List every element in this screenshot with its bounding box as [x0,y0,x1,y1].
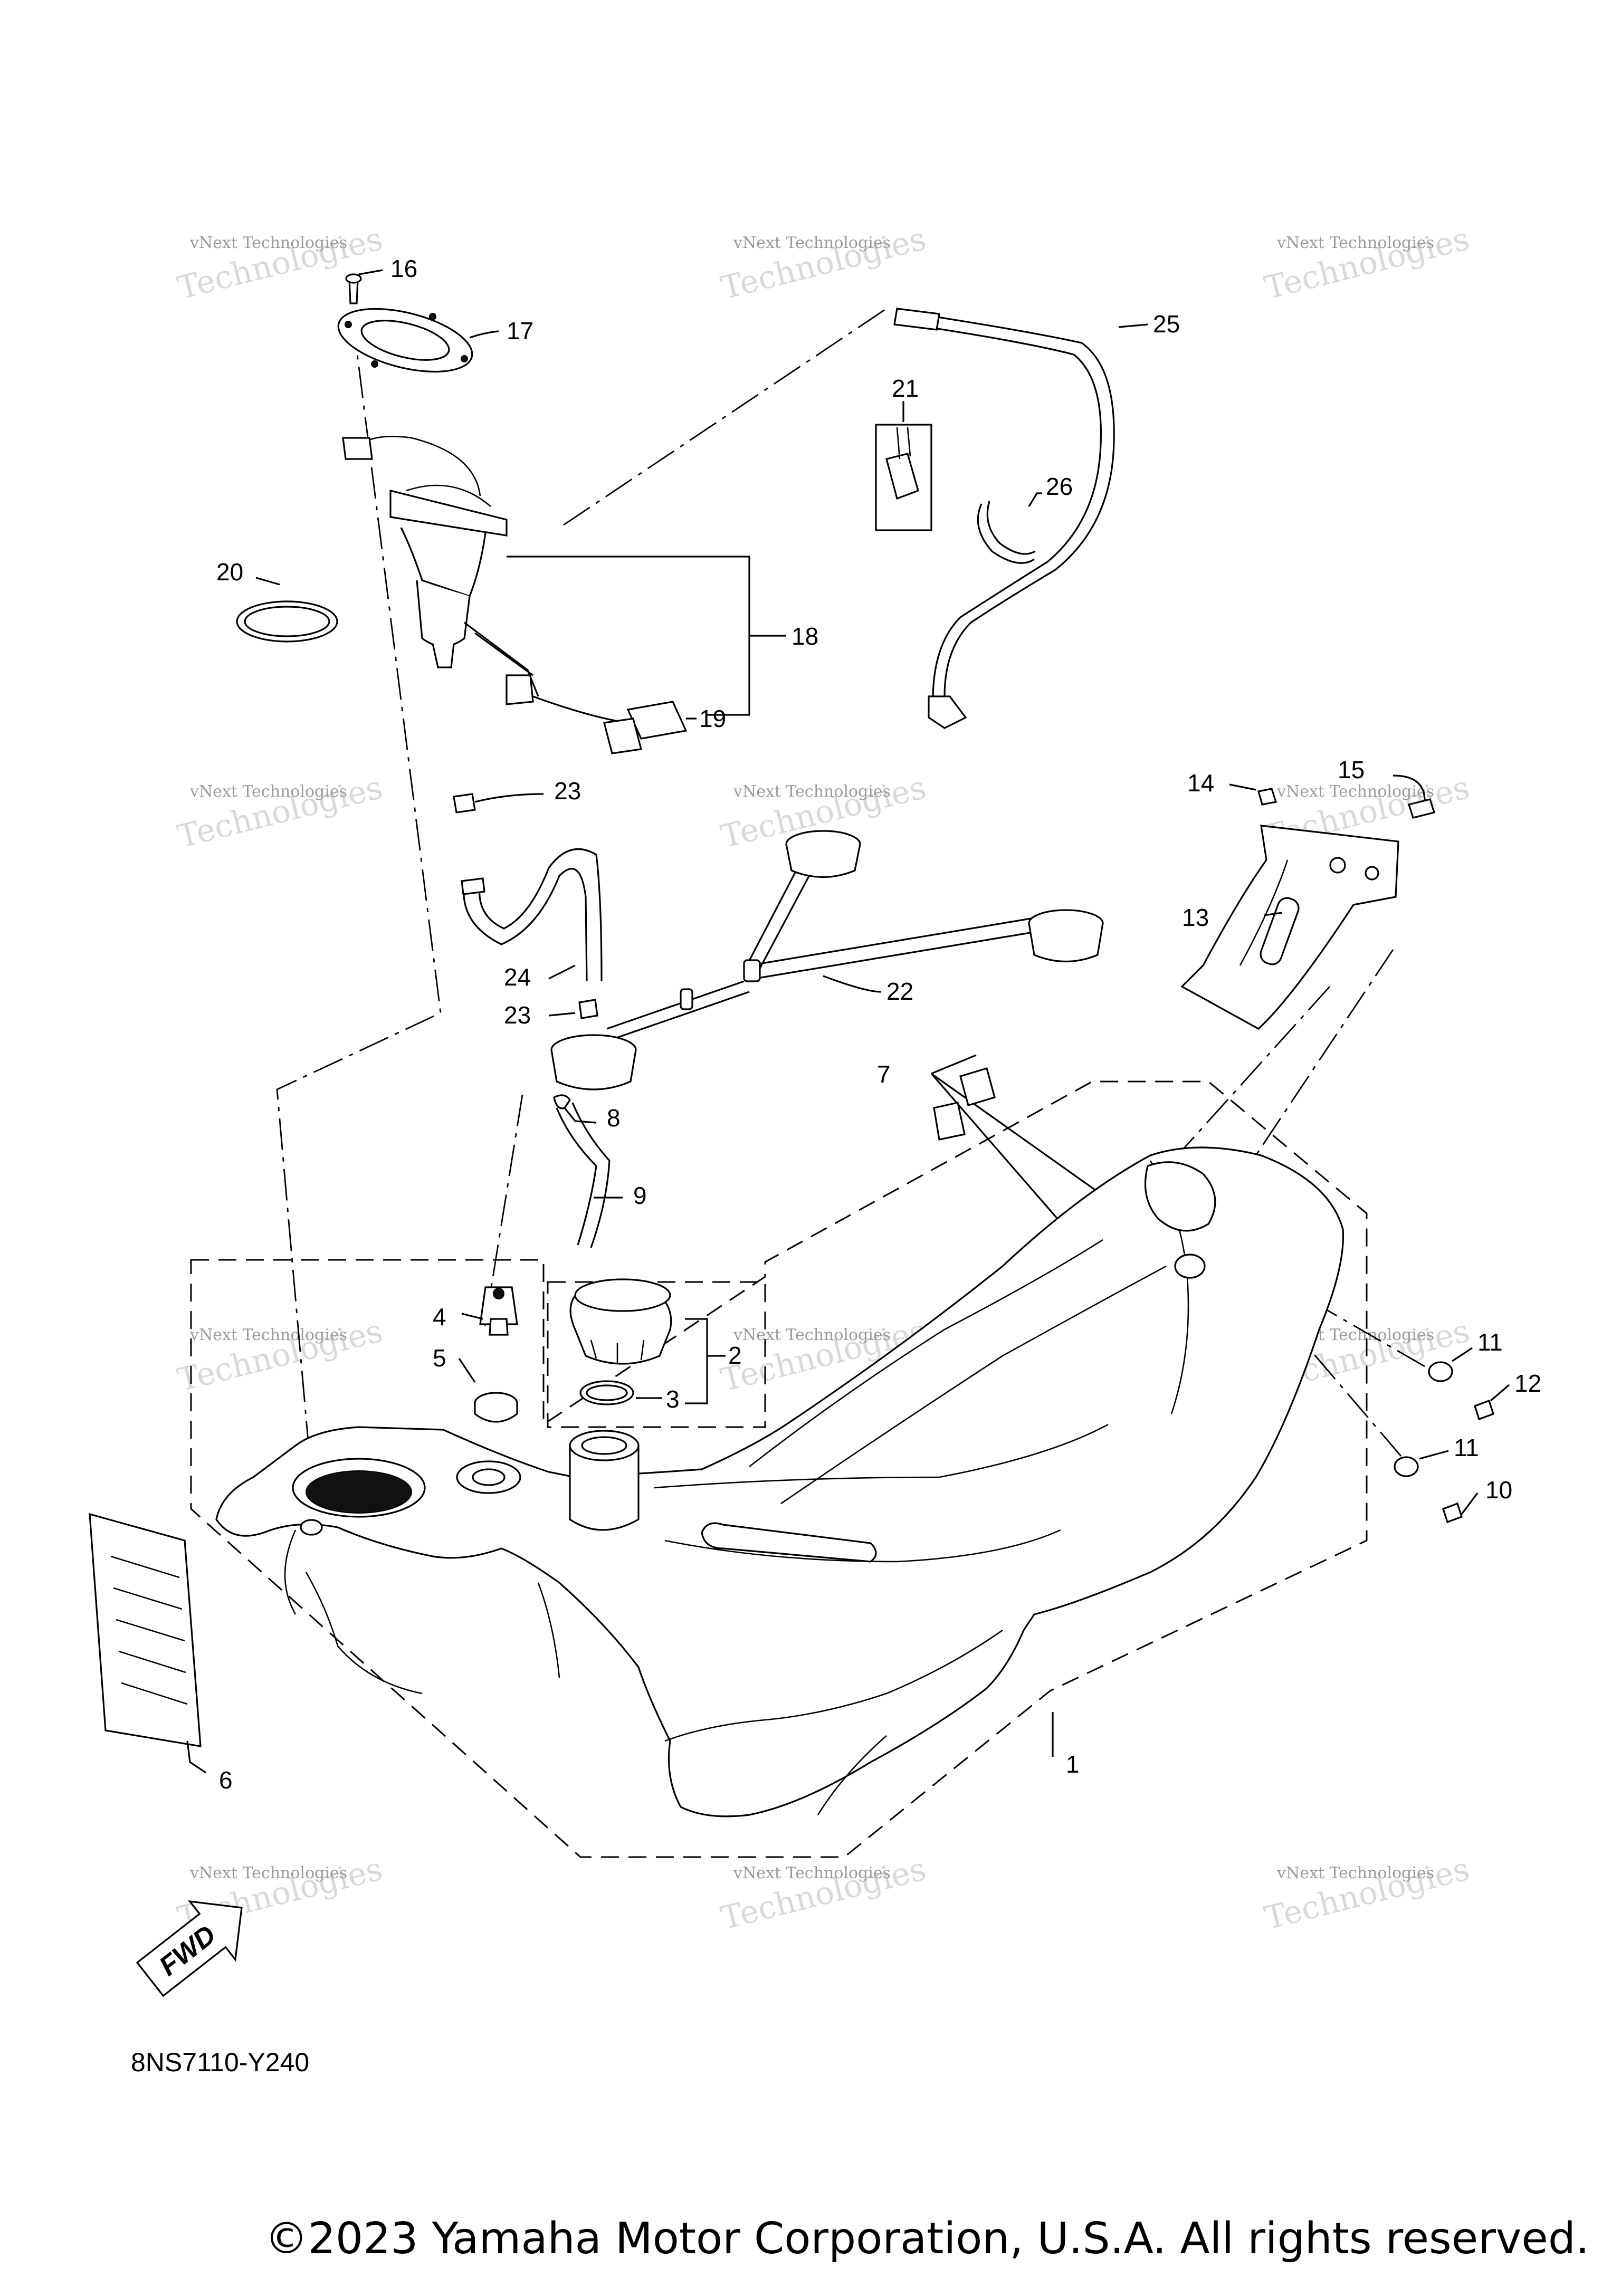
fuel-delivery-hose[interactable] [893,308,1115,729]
callout-8: 8 [607,1104,621,1132]
watermark: Technologies vNext Technologies [718,221,930,307]
bolt[interactable] [1407,798,1436,819]
bolt[interactable] [1474,1399,1494,1421]
svg-text:vNext Technologies: vNext Technologies [733,1864,891,1882]
svg-text:vNext Technologies: vNext Technologies [1276,1864,1434,1882]
callout-12: 12 [1514,1370,1541,1397]
callout-6: 6 [219,1766,233,1794]
svg-text:vNext Technologies: vNext Technologies [189,234,347,252]
callout-25: 25 [1153,310,1180,338]
caution-label[interactable] [89,1513,202,1747]
copyright-notice: ©2023 Yamaha Motor Corporation, U.S.A. A… [264,2214,1589,2264]
svg-text:vNext Technologies: vNext Technologies [733,1326,891,1344]
callout-18: 18 [792,623,818,650]
washer[interactable] [1394,1456,1419,1477]
breather-hose[interactable] [556,1102,611,1248]
svg-text:vNext Technologies: vNext Technologies [189,1326,347,1344]
pump-o-ring[interactable] [236,600,338,643]
callout-9: 9 [633,1182,647,1209]
hose-band[interactable] [977,501,1036,564]
hose-clip[interactable] [453,793,476,814]
watermark: Technologies vNext Technologies [1261,1851,1473,1937]
callout-4: 4 [433,1303,446,1331]
callout-26: 26 [1046,473,1073,500]
callout-1: 1 [1066,1750,1080,1778]
hose-clip[interactable] [578,999,598,1019]
watermark: Technologies vNext Technologies [1261,221,1473,307]
watermark: Technologies vNext Technologies [718,1851,930,1937]
callout-11b: 11 [1454,1434,1479,1461]
nut[interactable] [1257,788,1277,806]
hose-clamp[interactable] [553,1094,571,1109]
callout-20: 20 [216,558,243,586]
svg-text:vNext Technologies: vNext Technologies [1276,782,1434,801]
callout-21: 21 [892,375,919,402]
svg-text:vNext Technologies: vNext Technologies [189,782,347,801]
screw[interactable] [345,273,362,304]
svg-text:vNext Technologies: vNext Technologies [189,1864,347,1882]
callout-22: 22 [886,978,913,1005]
diagram-code: 8NS7110-Y240 [131,2048,310,2077]
tank-bracket[interactable] [1180,825,1399,1030]
fuel-tank[interactable] [215,1146,1345,1817]
bolt[interactable] [1442,1502,1463,1524]
fuel-pump-assembly[interactable] [342,435,628,724]
callout-17: 17 [507,317,533,345]
svg-text:vNext Technologies: vNext Technologies [1276,234,1434,252]
callout-24: 24 [504,963,531,991]
callout-11: 11 [1477,1328,1503,1356]
breather-valve[interactable] [479,1286,518,1336]
callout-19: 19 [699,705,726,732]
fuel-cap[interactable] [569,1278,672,1365]
callout-23b: 23 [504,1001,531,1029]
callout-23: 23 [554,777,581,805]
callout-3: 3 [666,1385,680,1413]
callout-16: 16 [390,255,417,282]
svg-text:vNext Technologies: vNext Technologies [733,234,891,252]
callout-10: 10 [1485,1476,1512,1504]
tank-assembly-outline [190,1080,1368,1858]
callout-2: 2 [728,1342,742,1369]
pump-outlet-hose[interactable] [461,848,603,982]
callout-5: 5 [433,1344,446,1372]
pump-retainer-plate[interactable] [332,297,478,384]
wire-connector[interactable] [875,424,932,531]
damper[interactable] [933,1067,996,1141]
callout-13: 13 [1182,904,1209,931]
svg-text:vNext Technologies: vNext Technologies [733,782,891,801]
vent-tube-assembly[interactable] [550,830,1104,1090]
cap-gasket[interactable] [579,1380,634,1405]
watermark: Technologies vNext Technologies [174,769,386,856]
callout-7: 7 [877,1060,891,1088]
cap-assembly-outline [547,1281,766,1428]
callouts: 1 2 3 4 5 6 7 8 9 10 11 11 12 13 14 15 1… [186,255,1541,1794]
callout-15: 15 [1338,756,1365,783]
watermark: Technologies vNext Technologies [174,1313,386,1399]
grommet[interactable] [474,1392,518,1423]
washer[interactable] [1428,1361,1453,1382]
pressure-regulator[interactable] [603,701,688,754]
callout-14: 14 [1187,769,1214,797]
assembly-outlines [190,1080,1368,1858]
